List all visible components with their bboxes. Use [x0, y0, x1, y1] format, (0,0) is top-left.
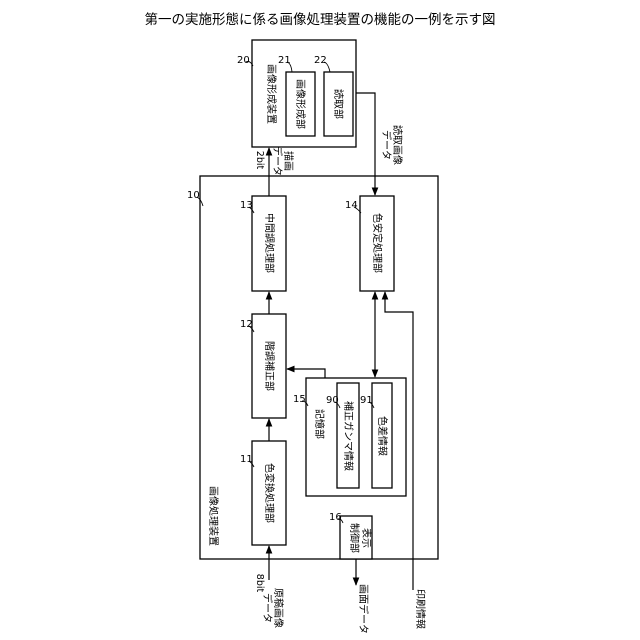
- storage-label: 記憶部: [313, 409, 326, 439]
- draw-data-label-2: データ: [271, 146, 284, 176]
- gradation-correction-ref: 12: [240, 319, 253, 330]
- color-stabilization-ref: 14: [345, 200, 358, 211]
- color-difference-info-ref: 91: [360, 395, 373, 406]
- arrow-storage-to-gradation: [287, 369, 325, 378]
- color-conversion-ref: 11: [240, 454, 253, 465]
- image-forming-apparatus-label: 画像形成装置: [265, 64, 278, 124]
- read-image-data-label-2: データ: [380, 130, 393, 160]
- image-processing-apparatus-box: [200, 176, 438, 559]
- image-forming-unit-label: 画像形成部: [294, 79, 307, 129]
- image-forming-unit-ref: 21: [278, 55, 291, 66]
- halftone-processing-label: 中間調処理部: [263, 213, 276, 273]
- draw-data-label-1: 描画: [282, 151, 295, 171]
- screen-data-label: 画面データ: [357, 584, 370, 634]
- reading-unit-label: 読取部: [332, 89, 345, 119]
- reading-unit-ref: 22: [314, 55, 327, 66]
- read-image-data-label-1: 読取画像: [391, 125, 404, 165]
- draw-bits-label: 2bit: [254, 151, 265, 170]
- source-image-data-label-1: 原稿画像: [272, 588, 285, 628]
- color-stabilization-label: 色安定処理部: [371, 213, 384, 273]
- color-conversion-label: 色変換処理部: [263, 463, 276, 523]
- color-difference-info-label: 色差情報: [376, 416, 389, 456]
- image-forming-apparatus-ref: 20: [237, 55, 250, 66]
- image-processing-apparatus-ref: 10: [187, 190, 200, 201]
- gradation-correction-label: 階調補正部: [263, 341, 276, 391]
- correction-gamma-info-ref: 90: [326, 395, 339, 406]
- image-processing-apparatus-label: 画像処理装置: [207, 486, 220, 546]
- source-bits-label: 8bit: [254, 574, 265, 593]
- display-control-label-1: 表示: [360, 528, 373, 548]
- correction-gamma-info-label: 補正ガンマ情報: [342, 401, 355, 471]
- display-control-ref: 16: [329, 512, 342, 523]
- figure-title: 第一の実施形態に係る画像処理装置の機能の一例を示す図: [145, 11, 496, 28]
- arrow-reading-to-color-stabilization: [356, 93, 375, 195]
- print-info-label: 印刷情報: [414, 589, 427, 629]
- display-control-label-2: 制御部: [348, 523, 361, 553]
- storage-ref: 15: [293, 394, 306, 405]
- halftone-processing-ref: 13: [240, 200, 253, 211]
- source-image-data-label-2: データ: [261, 593, 274, 623]
